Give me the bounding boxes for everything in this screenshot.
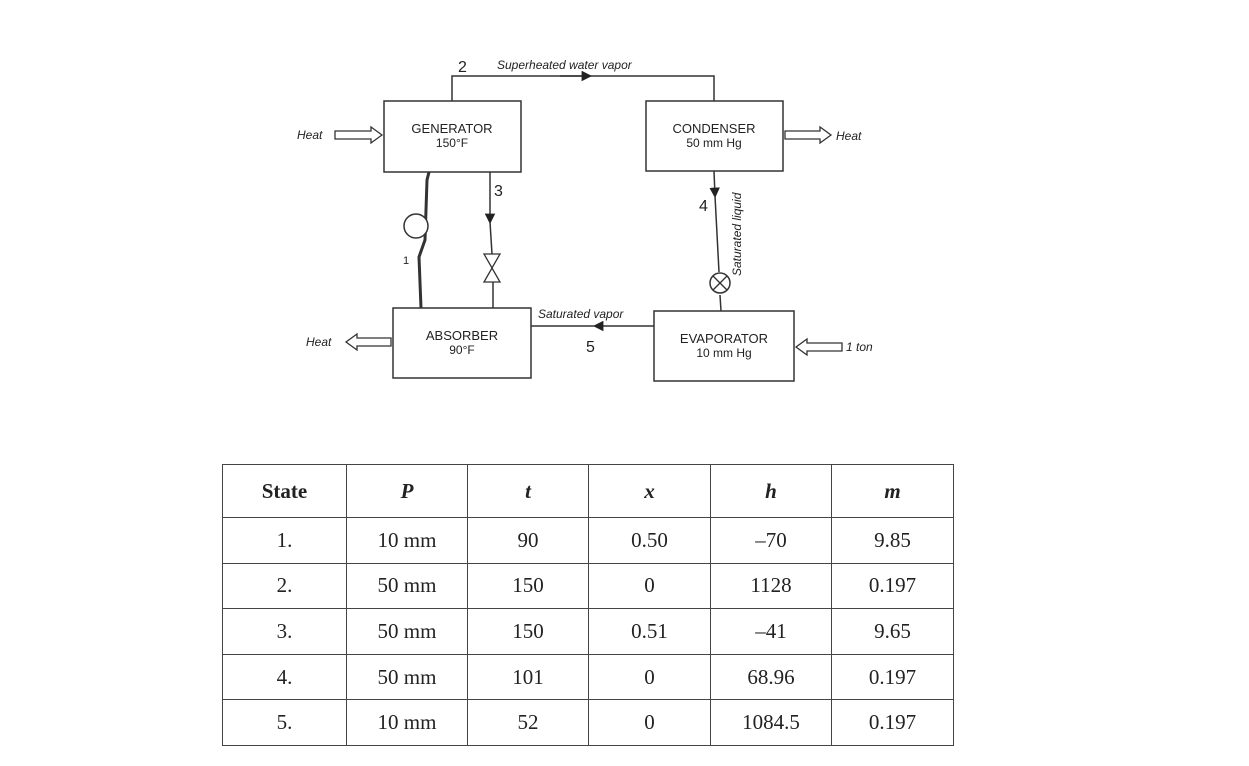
state-4-line [709,170,722,312]
cell-x: 0.51 [588,608,711,655]
absorption-refrigeration-diagram: 2 Superheated water vapor GENERATOR 150°… [297,58,873,382]
heat-in-label: Heat [297,128,323,142]
cell-t: 90 [467,517,589,564]
cell-state: 1. [222,517,347,564]
cell-h: 68.96 [710,653,832,701]
generator-box: GENERATOR 150°F [383,100,522,173]
generator-temp: 150°F [436,136,468,150]
heat-out-condenser-label: Heat [836,129,862,143]
cell-h: –70 [710,517,832,564]
cell-p: 10 mm [346,699,468,746]
table-row: 2. 50 mm 150 0 1128 0.197 [222,562,954,610]
heat-out-absorber-arrow [344,332,392,352]
state-properties-table: State P t x h m 1. 10 mm 90 0.50 –70 9.8… [222,464,954,746]
state-5-label: 5 [586,339,595,356]
absorber-name: ABSORBER [426,328,498,343]
evaporator-box: EVAPORATOR 10 mm Hg [653,310,795,382]
cell-x: 0 [588,562,711,610]
heat-out-absorber-label: Heat [306,335,332,349]
absorber-box: ABSORBER 90°F [392,307,532,379]
saturated-liquid-label: Saturated liquid [730,192,744,276]
table-row: 1. 10 mm 90 0.50 –70 9.85 [222,517,954,564]
cell-m: 9.85 [831,517,954,564]
cell-state: 5. [222,699,347,746]
cell-t: 52 [467,699,589,746]
absorber-temp: 90°F [449,343,474,357]
cell-t: 150 [467,562,589,610]
heat-in-arrow [334,125,384,145]
generator-name: GENERATOR [411,121,492,136]
cell-m: 0.197 [831,562,954,610]
cell-p: 50 mm [346,562,468,610]
condenser-pressure: 50 mm Hg [686,136,741,150]
header-p: P [346,464,468,518]
evaporator-name: EVAPORATOR [680,331,768,346]
cell-m: 0.197 [831,653,954,701]
state-1-label: 1 [403,255,409,267]
cell-h: –41 [710,608,832,655]
header-h: h [710,464,832,518]
cell-state: 4. [222,653,347,701]
superheated-vapor-line [451,70,715,101]
throttle-valve-icon [482,253,502,283]
table-header-row: State P t x h m [222,464,954,518]
state-2-label: 2 [458,59,467,76]
superheated-vapor-label: Superheated water vapor [497,58,633,72]
state-3-label: 3 [494,183,503,200]
cell-t: 150 [467,608,589,655]
heat-out-condenser-arrow [784,125,833,145]
cell-x: 0.50 [588,517,711,564]
cell-x: 0 [588,653,711,701]
cell-m: 0.197 [831,699,954,746]
evaporator-pressure: 10 mm Hg [696,346,751,360]
cell-p: 50 mm [346,653,468,701]
condenser-box: CONDENSER 50 mm Hg [645,100,784,172]
pump-icon [403,213,429,239]
cell-state: 3. [222,608,347,655]
cell-m: 9.65 [831,608,954,655]
table-row: 3. 50 mm 150 0.51 –41 9.65 [222,608,954,655]
table-row: 4. 50 mm 101 0 68.96 0.197 [222,653,954,701]
table-row: 5. 10 mm 52 0 1084.5 0.197 [222,699,954,746]
condenser-name: CONDENSER [672,121,755,136]
header-t: t [467,464,589,518]
saturated-vapor-label: Saturated vapor [538,307,624,321]
cell-p: 50 mm [346,608,468,655]
cell-p: 10 mm [346,517,468,564]
cell-h: 1084.5 [710,699,832,746]
header-x: x [588,464,711,518]
state-4-label: 4 [699,198,708,215]
header-state: State [222,464,347,518]
cell-h: 1128 [710,562,832,610]
pump-line [417,171,431,309]
state-3-line [484,172,496,308]
cell-x: 0 [588,699,711,746]
cell-t: 101 [467,653,589,701]
cooling-load-label: 1 ton [846,340,873,354]
cooling-load-arrow [794,337,843,357]
expansion-valve-icon [709,272,731,294]
header-m: m [831,464,954,518]
cell-state: 2. [222,562,347,610]
